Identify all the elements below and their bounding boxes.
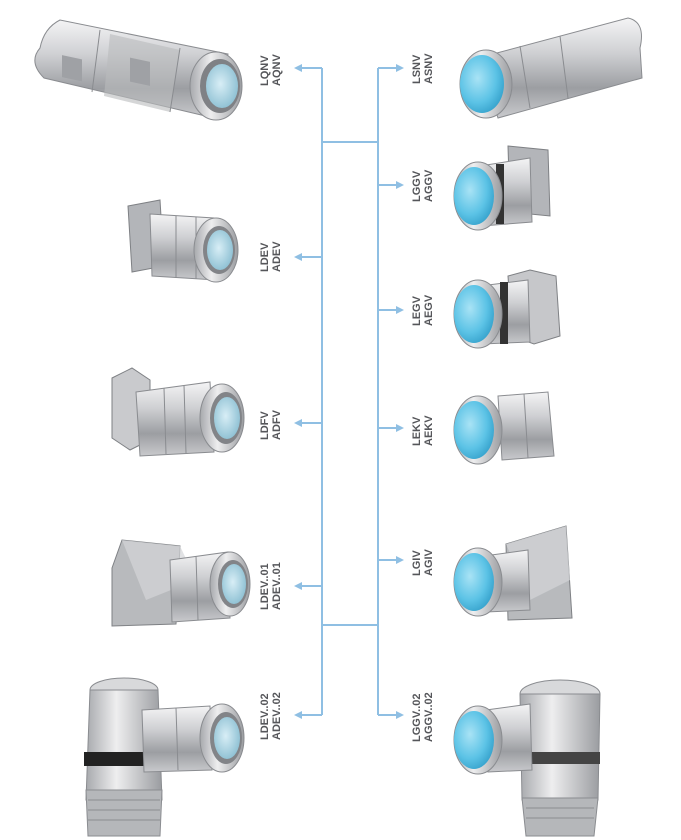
- arrow-left-4: [294, 582, 302, 590]
- cable-socket-straight-icon: [459, 17, 643, 119]
- label-right-5-line1: LGIV: [411, 550, 423, 576]
- label-left-3: LDFV ADFV: [259, 410, 283, 440]
- label-left-5-line1: LDEV..02: [259, 693, 271, 740]
- label-left-2-line2: ADEV: [271, 241, 283, 272]
- label-left-2-line1: LDEV: [259, 242, 271, 272]
- arrow-left-1: [294, 64, 302, 72]
- label-right-2-line1: LGGV: [411, 170, 423, 202]
- square-flange-socket-icon: [453, 145, 551, 231]
- label-right-2-line2: AGGV: [423, 169, 435, 202]
- arrow-right-2: [396, 181, 404, 189]
- hex-nut-plug-icon: [111, 367, 245, 457]
- label-left-3-line1: LDFV: [259, 411, 271, 440]
- label-right-3: LEGV AEGV: [411, 295, 435, 326]
- label-right-4: LEKV AEKV: [411, 415, 435, 446]
- label-right-1-line1: LSNV: [411, 54, 423, 84]
- arrow-right-3: [396, 306, 404, 314]
- panel-nut-socket-icon: [453, 391, 555, 465]
- right-angle-plug-icon: [84, 677, 245, 837]
- label-right-5: LGIV AGIV: [411, 549, 435, 576]
- label-right-3-line2: AEGV: [423, 294, 435, 326]
- arrow-right-4: [396, 424, 404, 432]
- arrow-left-5: [294, 711, 302, 719]
- label-right-4-line2: AEKV: [423, 415, 435, 446]
- arrow-right-5: [396, 556, 404, 564]
- label-left-4-line2: ADEV..01: [271, 562, 283, 610]
- label-left-1: LQNV AQNV: [259, 54, 283, 86]
- square-flange-plug-icon: [127, 199, 239, 283]
- label-right-3-line1: LEGV: [411, 296, 423, 326]
- label-left-4-line1: LDEV..01: [259, 563, 271, 610]
- label-left-3-line2: ADFV: [271, 410, 283, 440]
- label-right-1: LSNV ASNV: [411, 53, 435, 84]
- label-right-5-line2: AGIV: [423, 549, 435, 576]
- connection-tree: [300, 67, 398, 716]
- angled-box-plug-icon: [111, 539, 251, 627]
- label-right-6-line2: AGGV..02: [423, 692, 435, 742]
- label-right-6-line1: LGGV..02: [411, 693, 423, 742]
- cable-plug-straight-icon: [34, 19, 243, 121]
- hex-flange-socket-icon: [453, 269, 561, 349]
- label-right-6: LGGV..02 AGGV..02: [411, 692, 435, 742]
- label-left-4: LDEV..01 ADEV..01: [259, 562, 283, 610]
- label-left-5: LDEV..02 ADEV..02: [259, 692, 283, 740]
- label-left-1-line2: AQNV: [271, 54, 283, 86]
- right-angle-socket-icon: [453, 679, 601, 837]
- label-right-4-line1: LEKV: [411, 416, 423, 446]
- arrow-right-6: [396, 711, 404, 719]
- label-left-2: LDEV ADEV: [259, 241, 283, 272]
- arrowheads: [294, 64, 404, 719]
- label-left-1-line1: LQNV: [259, 55, 271, 86]
- arrow-left-3: [294, 419, 302, 427]
- label-left-5-line2: ADEV..02: [271, 692, 283, 740]
- label-right-2: LGGV AGGV: [411, 170, 435, 202]
- arrow-left-2: [294, 253, 302, 261]
- arrow-right-1: [396, 64, 404, 72]
- angled-box-socket-icon: [453, 525, 573, 621]
- label-right-1-line2: ASNV: [423, 53, 435, 84]
